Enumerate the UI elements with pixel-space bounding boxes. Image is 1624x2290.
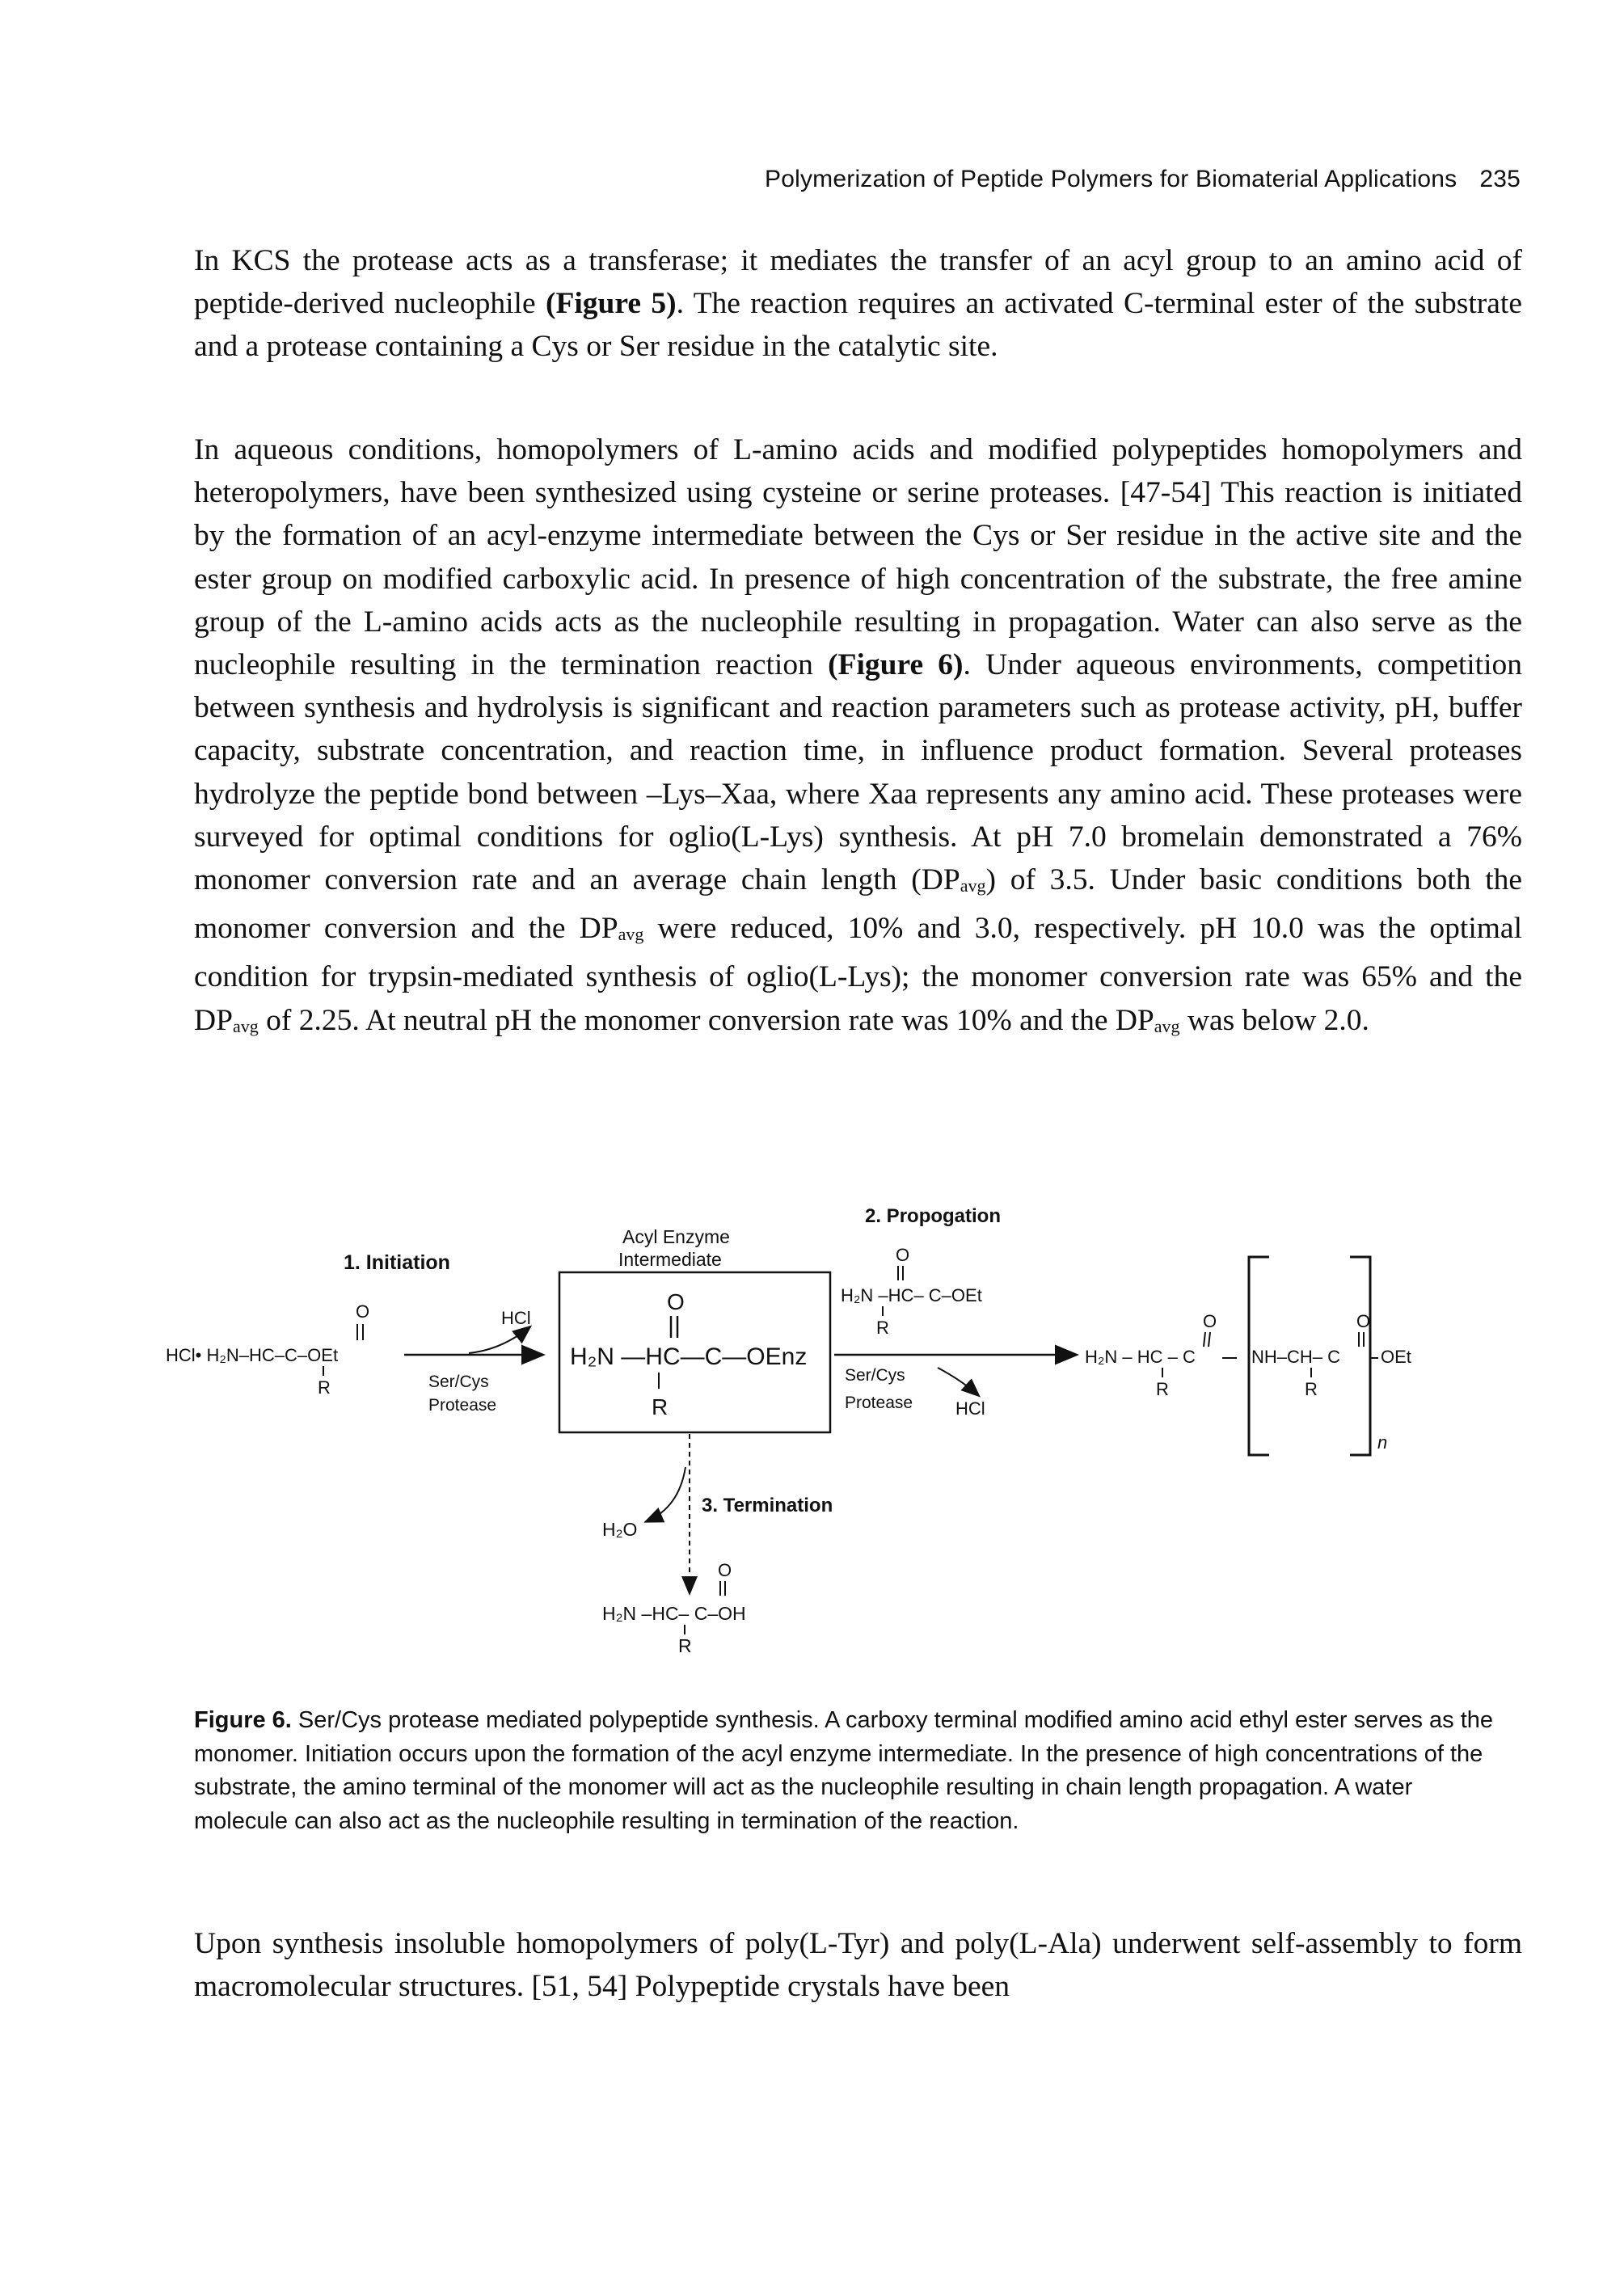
side-chain-r-product-2: R [1305, 1379, 1318, 1399]
paragraph-text: In aqueous conditions, homopolymers of L… [194, 433, 1522, 682]
hcl-byproduct-2: HCl [955, 1398, 985, 1419]
carbonyl-oxygen-acid: O [718, 1560, 732, 1580]
nucleophile-formula: H₂N –HC– C–OEt [841, 1285, 982, 1305]
carbonyl-oxygen-product-1: O [1203, 1311, 1217, 1331]
ser-cys-label-1: Ser/Cys [428, 1373, 489, 1391]
termination-label: 3. Termination [702, 1495, 833, 1516]
acyl-enzyme-formula: H₂N —HC—C—OEnz [570, 1343, 807, 1370]
initiation-label: 1. Initiation [344, 1251, 450, 1274]
protease-label-2: Protease [845, 1394, 913, 1412]
carboxylic-acid-formula: H₂N –HC– C–OH [602, 1603, 746, 1624]
side-chain-r-1: R [318, 1377, 331, 1398]
hcl-release-arrow [468, 1325, 533, 1354]
propagation-label: 2. Propogation [865, 1205, 1001, 1227]
paragraph-text: was below 2.0. [1179, 1003, 1369, 1037]
monomer-formula: HCl• H₂N–HC–C–OEt [166, 1345, 338, 1365]
side-chain-r-acid: R [678, 1635, 692, 1656]
paragraph-self-assembly: Upon synthesis insoluble homopolymers of… [194, 1922, 1522, 2008]
double-bond-p1a [1203, 1331, 1206, 1347]
carbonyl-oxygen-intermediate: O [667, 1289, 685, 1314]
subscript-avg: avg [1154, 1015, 1180, 1036]
carbonyl-oxygen-product-2: O [1356, 1311, 1370, 1331]
running-header: Polymerization of Peptide Polymers for B… [194, 166, 1521, 201]
water-nucleophile: H₂O [602, 1519, 637, 1540]
paragraph-text: of 2.25. At neutral pH the monomer conve… [258, 1003, 1154, 1037]
paragraph-text: ) of 3.5. Under basic conditions both th… [194, 863, 1523, 946]
protease-label-1: Protease [428, 1396, 496, 1415]
acyl-enzyme-label: Acyl Enzyme [622, 1226, 730, 1247]
paragraph-text: In KCS the protease acts as a transferas… [194, 244, 1522, 321]
polymer-n-terminus: H₂N – HC – C [1085, 1347, 1196, 1367]
hcl-release-arrow-2 [937, 1367, 981, 1398]
paragraph-kcs: In KCS the protease acts as a transferas… [194, 239, 1522, 369]
subscript-avg: avg [960, 875, 986, 896]
repeat-count-n: n [1377, 1432, 1387, 1453]
figure-caption-label: Figure 6. [194, 1707, 292, 1733]
subscript-avg: avg [618, 924, 644, 945]
page-number: 235 [1479, 166, 1521, 192]
repeat-bracket-left [1247, 1255, 1269, 1457]
repeat-bracket-right [1350, 1255, 1372, 1457]
intermediate-label: Intermediate [618, 1249, 722, 1270]
figure-caption-text: Ser/Cys protease mediated polypeptide sy… [194, 1707, 1494, 1834]
carbonyl-oxygen-1: O [356, 1301, 369, 1322]
side-chain-r-product-1: R [1156, 1379, 1169, 1399]
side-chain-r-nucleophile: R [876, 1318, 889, 1338]
water-attack-arrow [643, 1466, 686, 1523]
acyl-enzyme-intermediate-box [558, 1271, 832, 1434]
reaction-scheme-diagram: 1. Initiation O HCl• H₂N–HC–C–OEt R HCl … [166, 1205, 1411, 1656]
figure-reference: (Figure 5) [545, 287, 677, 321]
paragraph-aqueous-conditions: In aqueous conditions, homopolymers of L… [194, 428, 1522, 1048]
figure-6-reaction-scheme: 1. Initiation O HCl• H₂N–HC–C–OEt R HCl … [162, 1188, 1471, 1689]
paragraph-text: . The reaction requires an activated C-t… [194, 287, 1522, 364]
double-bond-p1b [1208, 1331, 1211, 1347]
paragraph-text: were reduced, 10% and 3.0, respectively.… [194, 912, 1522, 1037]
figure-reference: (Figure 6) [828, 648, 964, 682]
ethyl-ester-group: OEt [1381, 1347, 1411, 1367]
subscript-avg: avg [232, 1015, 259, 1036]
figure-caption: Figure 6. Ser/Cys protease mediated poly… [194, 1704, 1504, 1838]
running-header-title: Polymerization of Peptide Polymers for B… [765, 166, 1457, 192]
carbonyl-oxygen-nucleophile: O [896, 1245, 909, 1265]
hcl-byproduct-1: HCl [501, 1308, 531, 1328]
ser-cys-label-2: Ser/Cys [845, 1366, 905, 1385]
paragraph-text: . Under aqueous environments, competitio… [194, 648, 1522, 897]
paragraph-text: Upon synthesis insoluble homopolymers of… [194, 1927, 1522, 2004]
side-chain-r-intermediate: R [652, 1394, 668, 1419]
repeat-unit-formula: NH–CH– C [1251, 1347, 1340, 1367]
